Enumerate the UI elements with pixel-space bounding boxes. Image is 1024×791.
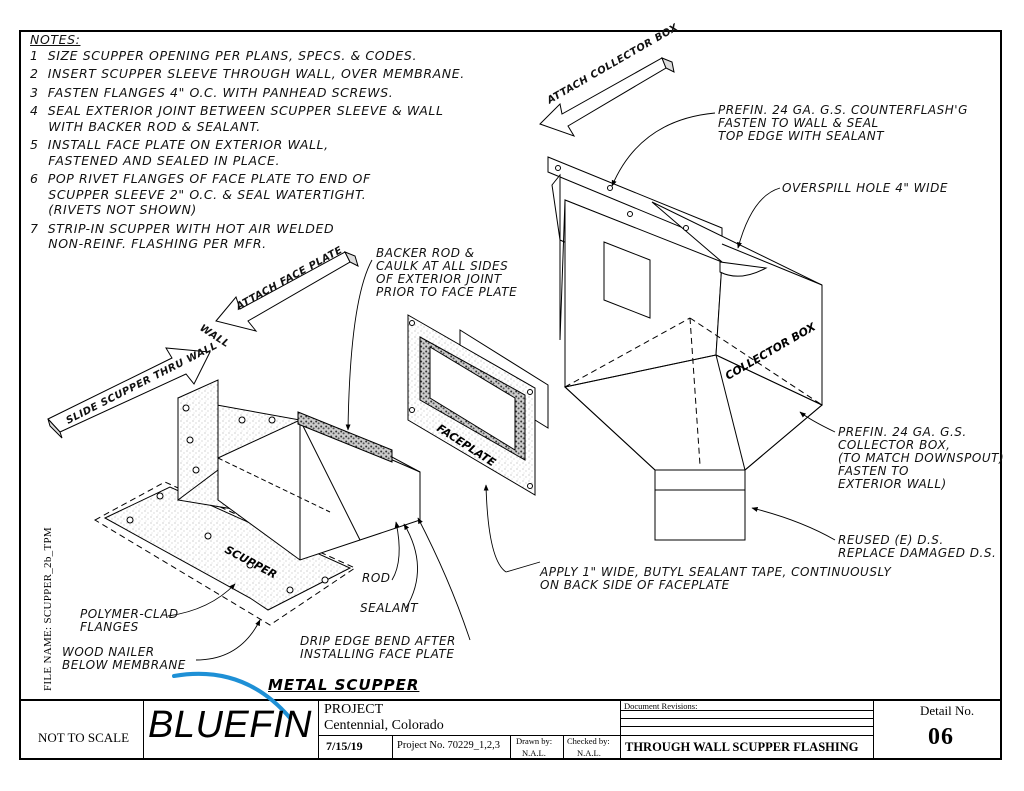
note-4: 4 SEAL EXTERIOR JOINT BETWEEN SCUPPER SL… xyxy=(30,103,444,134)
project-label: PROJECT xyxy=(324,702,384,717)
checked-by-label: Checked by: xyxy=(567,736,610,746)
sheet-title: THROUGH WALL SCUPPER FLASHING xyxy=(625,740,859,754)
logo-swoosh xyxy=(172,671,292,720)
detail-label: Detail No. xyxy=(920,703,975,718)
drawing-title: METAL SCUPPER xyxy=(268,676,420,694)
tb-divider-date xyxy=(392,735,393,760)
note-6: 6 POP RIVET FLANGES OF FACE PLATE TO END… xyxy=(30,171,371,217)
rev-line-4 xyxy=(620,735,873,736)
checked-by: N.A.L. xyxy=(577,748,601,758)
rev-line-2 xyxy=(620,718,873,719)
slide-scupper-arrow xyxy=(47,347,211,439)
project-location: Centennial, Colorado xyxy=(324,718,444,733)
scupper-assembly xyxy=(93,379,421,626)
notes-block: NOTES: 1 SIZE SCUPPER OPENING PER PLANS,… xyxy=(30,32,465,252)
tb-divider-3 xyxy=(620,699,621,760)
collector-box-callout: PREFIN. 24 GA. G.S. COLLECTOR BOX, (TO M… xyxy=(838,425,1005,491)
backer-rod-callout: BACKER ROD & CAULK AT ALL SIDES OF EXTER… xyxy=(376,246,518,299)
polymer-flanges-callout: POLYMER-CLAD FLANGES xyxy=(80,607,179,634)
note-5: 5 INSTALL FACE PLATE ON EXTERIOR WALL, F… xyxy=(30,137,329,168)
counterflashing-callout: PREFIN. 24 GA. G.S. COUNTERFLASH'G FASTE… xyxy=(718,103,968,143)
drip-edge-callout: DRIP EDGE BEND AFTER INSTALLING FACE PLA… xyxy=(300,634,456,661)
rod-callout: ROD xyxy=(362,571,391,585)
scale-label: NOT TO SCALE xyxy=(38,730,130,745)
sealant-callout: SEALANT xyxy=(360,601,419,615)
note-7: 7 STRIP-IN SCUPPER WITH HOT AIR WELDED N… xyxy=(30,220,335,252)
tb-divider-2 xyxy=(318,699,319,760)
tb-divider-drawn xyxy=(510,735,511,760)
tb-divider-checked xyxy=(563,735,564,760)
tb-divider-1 xyxy=(143,699,144,760)
attach-face-plate-arrow xyxy=(215,251,359,332)
rev-line-1 xyxy=(620,710,873,711)
wood-nailer-callout: WOOD NAILER BELOW MEMBRANE xyxy=(62,645,186,672)
reused-ds-callout: REUSED (E) D.S. REPLACE DAMAGED D.S. xyxy=(838,533,997,560)
faceplate xyxy=(407,314,549,496)
overspill-callout: OVERSPILL HOLE 4" WIDE xyxy=(782,181,948,195)
detail-number: 06 xyxy=(928,724,954,750)
collector-box xyxy=(547,156,823,541)
tb-rule-project xyxy=(318,735,620,736)
leader-lines xyxy=(167,112,836,661)
note-1: 1 SIZE SCUPPER OPENING PER PLANS, SPECS.… xyxy=(30,47,418,63)
drawn-by: N.A.L. xyxy=(522,748,546,758)
title-block-top-rule xyxy=(19,699,1002,701)
logo: BLUEFIN xyxy=(148,704,312,746)
revisions-label: Document Revisions: xyxy=(624,701,698,711)
tb-divider-4 xyxy=(873,699,874,760)
note-2: 2 INSERT SCUPPER SLEEVE THROUGH WALL, OV… xyxy=(30,66,465,81)
notes-title: NOTES: xyxy=(30,32,81,47)
butyl-tape-callout: APPLY 1" WIDE, BUTYL SEALANT TAPE, CONTI… xyxy=(540,565,892,592)
project-date: 7/15/19 xyxy=(326,739,363,753)
rev-line-3 xyxy=(620,726,873,727)
project-number: Project No. 70229_1,2,3 xyxy=(397,740,500,751)
note-3: 3 FASTEN FLANGES 4" O.C. WITH PANHEAD SC… xyxy=(30,84,394,100)
attach-collector-box-arrow xyxy=(539,57,675,137)
drawn-by-label: Drawn by: xyxy=(516,736,553,746)
